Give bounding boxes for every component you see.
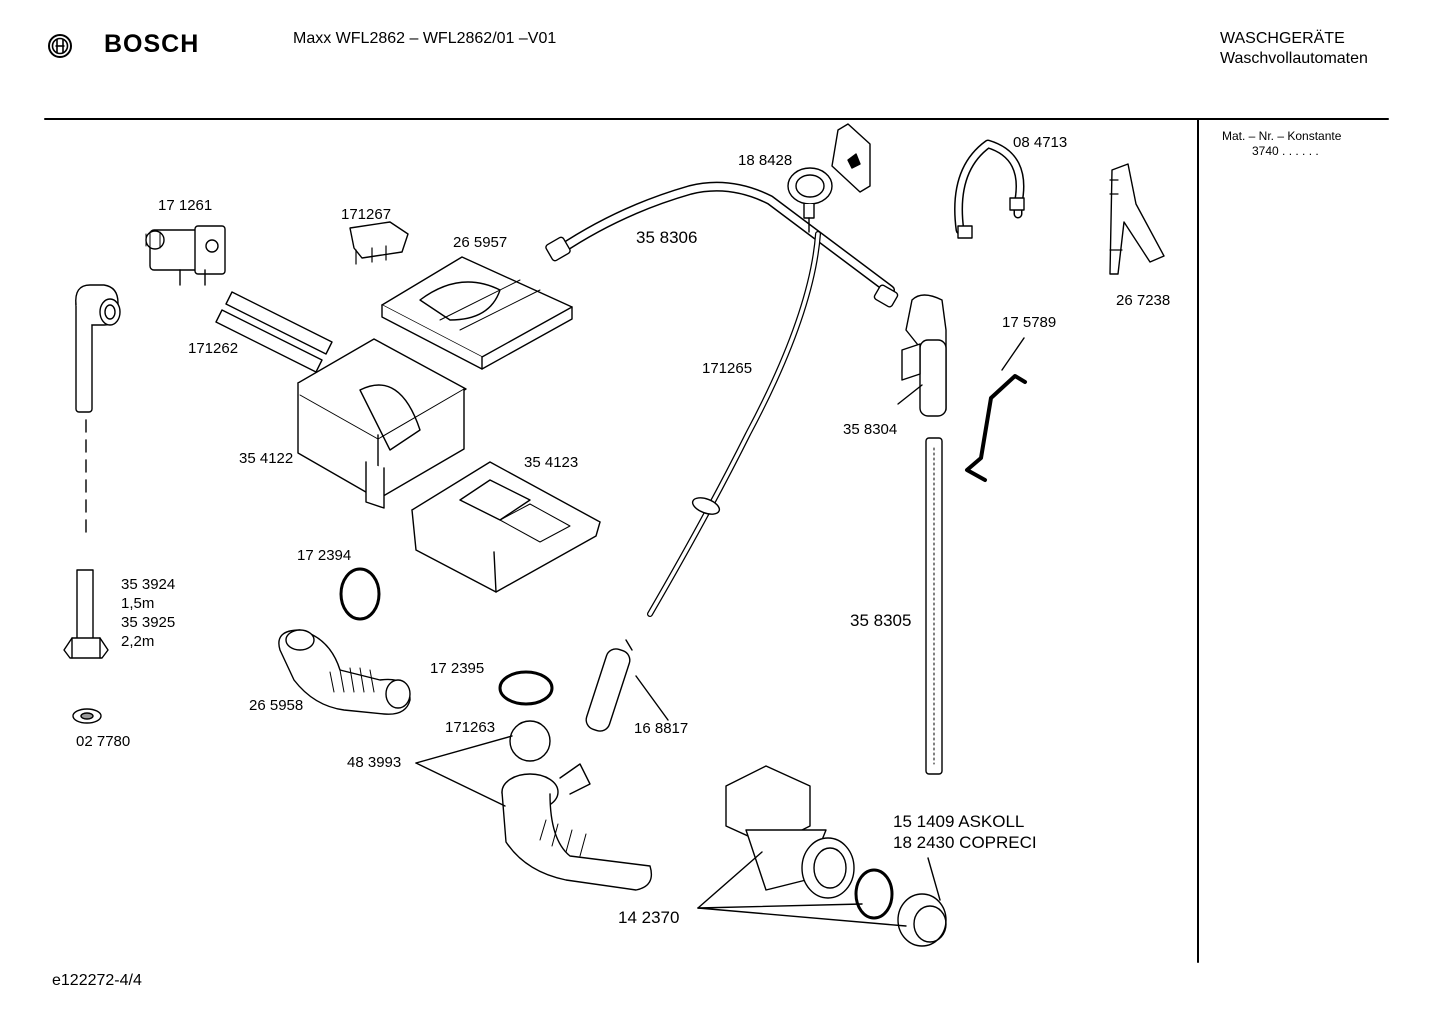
dispenser-housing-icon — [297, 338, 467, 509]
hose-end-nut-icon — [63, 569, 109, 659]
part-label: 171262 — [188, 340, 239, 357]
part-label: 2,2m — [121, 633, 155, 650]
part-label: 02 7780 — [76, 733, 131, 750]
part-label: 17 5789 — [1002, 314, 1057, 331]
wire-rod-icon — [965, 374, 1027, 482]
drawing-id: e122272-4/4 — [52, 972, 142, 989]
air-trap-icon — [897, 294, 947, 417]
heater-sensor-icon — [585, 639, 669, 732]
detergent-drawer-icon — [411, 461, 601, 593]
part-label: 171263 — [445, 719, 496, 736]
part-label: 35 8305 — [850, 611, 912, 630]
category-subtitle: Waschvollautomaten — [1220, 50, 1368, 67]
connecting-tubes-icon — [215, 291, 333, 373]
part-label: 14 2370 — [618, 908, 680, 927]
dispenser-cover-icon — [381, 256, 573, 370]
holder-strip-icon — [1109, 163, 1165, 275]
part-label: 35 4122 — [239, 450, 294, 467]
part-label: 08 4713 — [1013, 134, 1068, 151]
part-label: 35 8306 — [636, 228, 698, 247]
washer-icon — [72, 708, 102, 724]
part-label: 15 1409 ASKOLL — [893, 812, 1025, 831]
part-label: 35 8304 — [843, 421, 898, 438]
seal-ring-icon — [498, 670, 554, 706]
inlet-elbow-hose-icon — [75, 284, 121, 541]
bellows-hose-icon — [278, 629, 411, 715]
part-label: 35 3925 — [121, 614, 176, 631]
sump-hose-icon — [501, 763, 653, 891]
part-label: 16 8817 — [634, 720, 689, 737]
pump-gasket-icon — [854, 868, 894, 920]
pressure-hose-icon — [647, 231, 821, 617]
mat-nr-label: Mat. – Nr. – Konstante — [1222, 129, 1342, 143]
drain-hose-icon — [925, 437, 943, 775]
part-label: 35 3924 — [121, 576, 176, 593]
part-label: 18 8428 — [738, 152, 793, 169]
part-label: 48 3993 — [347, 754, 402, 771]
part-label: 17 1261 — [158, 197, 213, 214]
clip-icon — [349, 221, 409, 265]
hose-clamp-icon — [954, 139, 1025, 239]
brand-name: BOSCH — [104, 30, 200, 58]
part-label: 1,5m — [121, 595, 155, 612]
part-label: 26 5957 — [453, 234, 508, 251]
pump-filter-icon — [897, 893, 947, 947]
category-title: WASCHGERÄTE — [1220, 30, 1345, 47]
part-label: 17 2394 — [297, 547, 352, 564]
part-label: 35 4123 — [524, 454, 579, 471]
part-label: 171267 — [341, 206, 392, 223]
ball-valve-icon — [509, 720, 551, 762]
mounting-bracket-icon — [831, 123, 871, 193]
venting-hose-icon — [545, 181, 899, 308]
part-label: 18 2430 COPRECI — [893, 833, 1037, 852]
inlet-valve-icon — [145, 225, 226, 286]
part-label: 26 7238 — [1116, 292, 1171, 309]
bosch-logo-icon — [48, 34, 72, 58]
pressure-switch-icon — [787, 167, 833, 233]
o-ring-icon — [339, 567, 381, 621]
drain-pump-icon — [725, 765, 855, 899]
model-title: Maxx WFL2862 – WFL2862/01 –V01 — [293, 30, 557, 47]
part-label: 26 5958 — [249, 697, 304, 714]
mat-nr-value: 3740 . . . . . . — [1252, 144, 1319, 158]
part-label: 171265 — [702, 360, 753, 377]
part-label: 17 2395 — [430, 660, 485, 677]
